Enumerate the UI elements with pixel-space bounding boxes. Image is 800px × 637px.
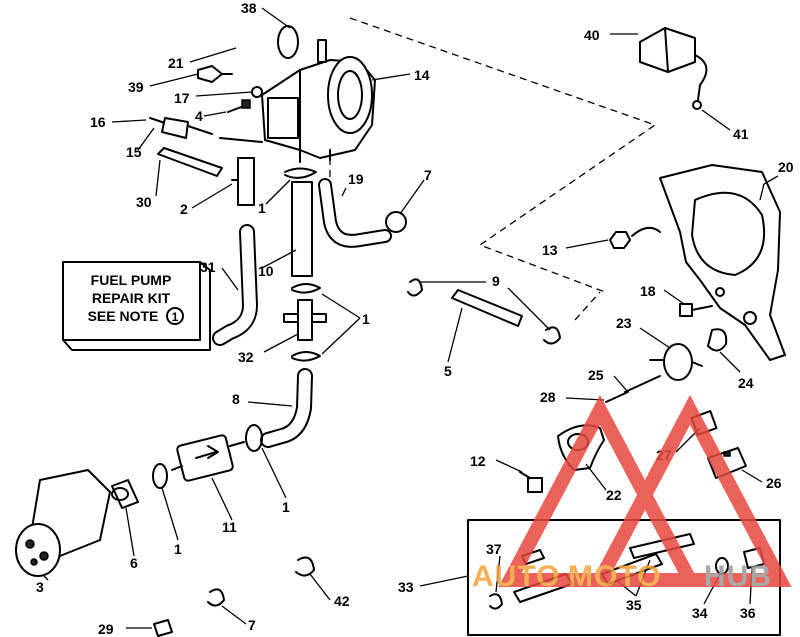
note-line-1: FUEL PUMP bbox=[91, 272, 172, 288]
part-3-fuel-connector-assembly bbox=[15, 469, 111, 577]
part-5-hose bbox=[451, 289, 523, 327]
part-9-clamp-right bbox=[543, 326, 561, 345]
part-1-clamp-mid-top bbox=[291, 283, 321, 294]
callout-18: 18 bbox=[640, 283, 656, 299]
note-circled-number: 1 bbox=[172, 310, 179, 324]
part-6-connector bbox=[111, 479, 139, 509]
watermark-text-moto: MOTO bbox=[568, 560, 661, 593]
part-8-hose bbox=[260, 368, 313, 448]
part-1-clamp-mid-bottom bbox=[291, 351, 321, 362]
callout-15: 15 bbox=[126, 144, 142, 160]
part-12-screw bbox=[519, 471, 543, 493]
part-28-clamp bbox=[605, 391, 629, 403]
part-18-screw bbox=[679, 303, 713, 317]
note-box: FUEL PUMP REPAIR KIT SEE NOTE 1 bbox=[62, 261, 211, 351]
callout-5: 5 bbox=[444, 363, 452, 379]
part-20-gasket bbox=[659, 164, 786, 361]
part-14-fuel-pump-assembly bbox=[219, 39, 376, 163]
callout-7b: 7 bbox=[248, 617, 256, 633]
callout-42: 42 bbox=[334, 593, 350, 609]
callout-8: 8 bbox=[232, 391, 240, 407]
callout-12: 12 bbox=[470, 453, 486, 469]
leader-lines bbox=[43, 7, 779, 629]
callout-17: 17 bbox=[174, 90, 190, 106]
part-15-sender bbox=[149, 117, 213, 139]
part-25-fitting bbox=[624, 375, 661, 393]
part-7-clamp-bottom bbox=[207, 588, 225, 607]
callout-33: 33 bbox=[398, 579, 414, 595]
part-1-clamp-hose8 bbox=[245, 424, 263, 452]
part-29-plug bbox=[153, 619, 173, 637]
callout-25: 25 bbox=[588, 367, 604, 383]
part-32-tee-fitting bbox=[283, 299, 327, 341]
part-1-clamp-top bbox=[284, 167, 317, 179]
callout-19: 19 bbox=[348, 171, 364, 187]
callout-31: 31 bbox=[200, 259, 216, 275]
callout-23: 23 bbox=[616, 315, 632, 331]
callout-40: 40 bbox=[584, 27, 600, 43]
part-11-fuel-filter bbox=[171, 434, 245, 482]
watermark-logo: AUTO MOTO HUB bbox=[472, 395, 792, 593]
part-2-fitting bbox=[231, 157, 255, 206]
callout-41: 41 bbox=[733, 126, 749, 142]
callout-35: 35 bbox=[626, 597, 642, 613]
callout-4: 4 bbox=[195, 108, 203, 124]
callout-34: 34 bbox=[692, 605, 708, 621]
callout-10: 10 bbox=[258, 263, 274, 279]
part-17-nut bbox=[251, 86, 263, 98]
callout-numbers: 38 21 39 17 4 16 15 14 30 2 1 19 7 40 41… bbox=[36, 0, 794, 637]
callout-13: 13 bbox=[542, 242, 558, 258]
callout-2: 2 bbox=[180, 201, 188, 217]
callout-39: 39 bbox=[128, 79, 144, 95]
part-39-wing-screw bbox=[197, 65, 233, 83]
callout-1b: 1 bbox=[362, 311, 370, 327]
part-7-clamp-top bbox=[385, 211, 407, 233]
part-23-inline-filter bbox=[649, 343, 703, 381]
callout-11: 11 bbox=[222, 519, 237, 535]
watermark-text-hub: HUB bbox=[704, 560, 772, 593]
callout-38: 38 bbox=[241, 0, 257, 16]
callout-20: 20 bbox=[778, 159, 794, 175]
callout-32: 32 bbox=[238, 349, 254, 365]
callout-36: 36 bbox=[740, 605, 756, 621]
callout-1a: 1 bbox=[258, 200, 266, 216]
callout-22: 22 bbox=[606, 487, 622, 503]
part-4-screw bbox=[227, 99, 251, 113]
callout-30: 30 bbox=[136, 194, 152, 210]
callout-21: 21 bbox=[168, 55, 184, 71]
callout-9: 9 bbox=[492, 273, 500, 289]
part-38-clamp bbox=[277, 25, 299, 59]
part-31-hose bbox=[212, 224, 259, 346]
part-10-hose bbox=[291, 181, 313, 277]
part-9-clamp-left bbox=[407, 278, 423, 297]
callout-14: 14 bbox=[414, 67, 430, 83]
callout-29: 29 bbox=[98, 621, 114, 637]
callout-1c: 1 bbox=[282, 499, 290, 515]
callout-16: 16 bbox=[90, 114, 106, 130]
callout-28: 28 bbox=[540, 389, 556, 405]
part-13-nut bbox=[609, 226, 661, 249]
callout-6: 6 bbox=[130, 555, 138, 571]
callout-37: 37 bbox=[486, 541, 502, 557]
part-1-clamp-filter bbox=[152, 463, 168, 489]
watermark-text-auto: AUTO bbox=[472, 560, 560, 593]
note-line-3: SEE NOTE bbox=[88, 308, 159, 324]
callout-1d: 1 bbox=[174, 541, 182, 557]
part-24-o-ring bbox=[707, 328, 728, 352]
callout-3: 3 bbox=[36, 579, 44, 595]
part-30-hose bbox=[157, 147, 223, 177]
callout-26: 26 bbox=[766, 475, 782, 491]
part-19-hose bbox=[318, 178, 392, 248]
callout-7a: 7 bbox=[424, 167, 432, 183]
part-21-hose bbox=[237, 17, 265, 93]
note-line-2: REPAIR KIT bbox=[92, 290, 171, 306]
part-42-clamp bbox=[295, 556, 315, 577]
callout-24: 24 bbox=[738, 375, 754, 391]
part-40-solenoid bbox=[639, 27, 708, 110]
